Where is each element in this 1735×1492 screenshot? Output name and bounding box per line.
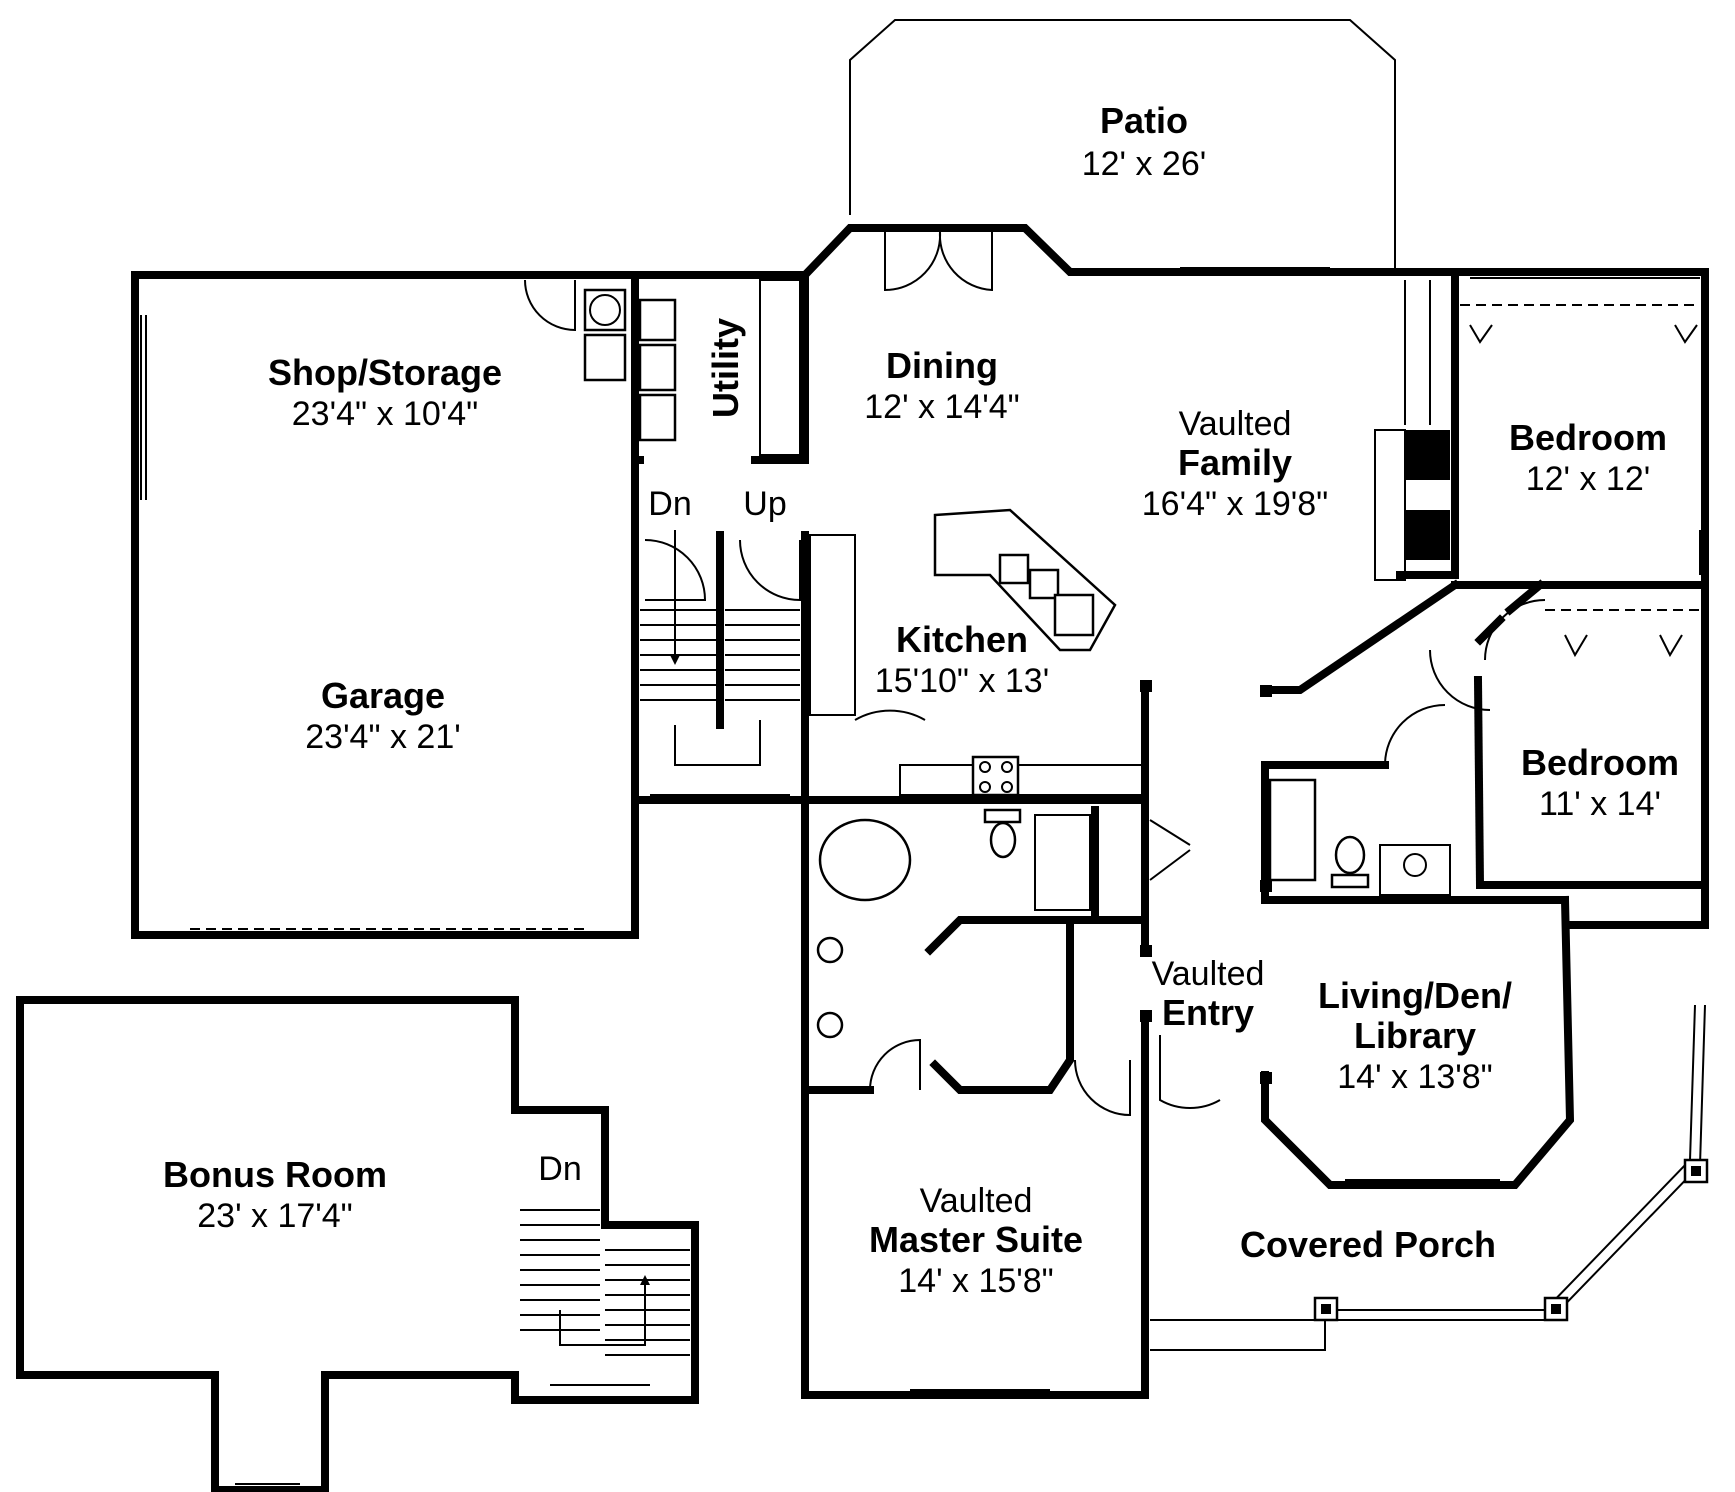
garage-name: Garage bbox=[321, 675, 445, 716]
master-prefix: Vaulted bbox=[920, 1182, 1033, 1220]
living-name-line1: Living/Den/ bbox=[1318, 975, 1512, 1016]
patio bbox=[849, 19, 1396, 270]
bedroom2-size: 11' x 14' bbox=[1539, 785, 1661, 823]
bonus-room-walls bbox=[16, 996, 699, 1492]
bedroom2-name: Bedroom bbox=[1521, 742, 1679, 783]
shop-name: Shop/Storage bbox=[268, 352, 502, 393]
living-size: 14' x 13'8" bbox=[1337, 1058, 1493, 1096]
main-stairs-down-label: Dn bbox=[648, 485, 691, 523]
fireplace bbox=[1374, 280, 1450, 581]
bonus-size: 23' x 17'4" bbox=[197, 1197, 353, 1235]
garage-size: 23'4" x 21' bbox=[305, 718, 461, 756]
main-stairs bbox=[640, 530, 800, 766]
entry-name: Entry bbox=[1162, 992, 1254, 1033]
porch-outline bbox=[1140, 680, 1709, 1351]
kitchen-name: Kitchen bbox=[896, 619, 1028, 660]
room-labels: Patio 12' x 26' Shop/Storage 23'4" x 10'… bbox=[163, 100, 1679, 1300]
dining-size: 12' x 14'4" bbox=[864, 388, 1020, 426]
kitchen-fixtures bbox=[809, 508, 1146, 797]
utility-name: Utility bbox=[705, 318, 746, 418]
family-prefix: Vaulted bbox=[1179, 405, 1292, 443]
patio-size: 12' x 26' bbox=[1082, 145, 1207, 183]
master-size: 14' x 15'8" bbox=[898, 1262, 1054, 1300]
closets bbox=[1460, 304, 1700, 658]
patio-name: Patio bbox=[1100, 100, 1188, 141]
bedroom1-size: 12' x 12' bbox=[1526, 460, 1651, 498]
main-stairs-up-label: Up bbox=[743, 485, 786, 523]
bath-fixtures bbox=[816, 778, 1451, 1039]
entry-prefix: Vaulted bbox=[1152, 955, 1265, 993]
bonus-name: Bonus Room bbox=[163, 1154, 387, 1195]
bonus-stairs-down-label: Dn bbox=[538, 1150, 581, 1188]
kitchen-size: 15'10" x 13' bbox=[875, 662, 1049, 700]
family-name: Family bbox=[1178, 442, 1292, 483]
family-size: 16'4" x 19'8" bbox=[1142, 485, 1328, 523]
doors bbox=[524, 231, 1546, 1117]
living-name-line2: Library bbox=[1354, 1015, 1476, 1056]
master-name: Master Suite bbox=[869, 1219, 1083, 1260]
utility-fixtures bbox=[583, 279, 801, 456]
dining-name: Dining bbox=[886, 345, 998, 386]
bedroom1-name: Bedroom bbox=[1509, 417, 1667, 458]
shop-size: 23'4" x 10'4" bbox=[292, 395, 478, 433]
porch-name: Covered Porch bbox=[1240, 1224, 1496, 1265]
